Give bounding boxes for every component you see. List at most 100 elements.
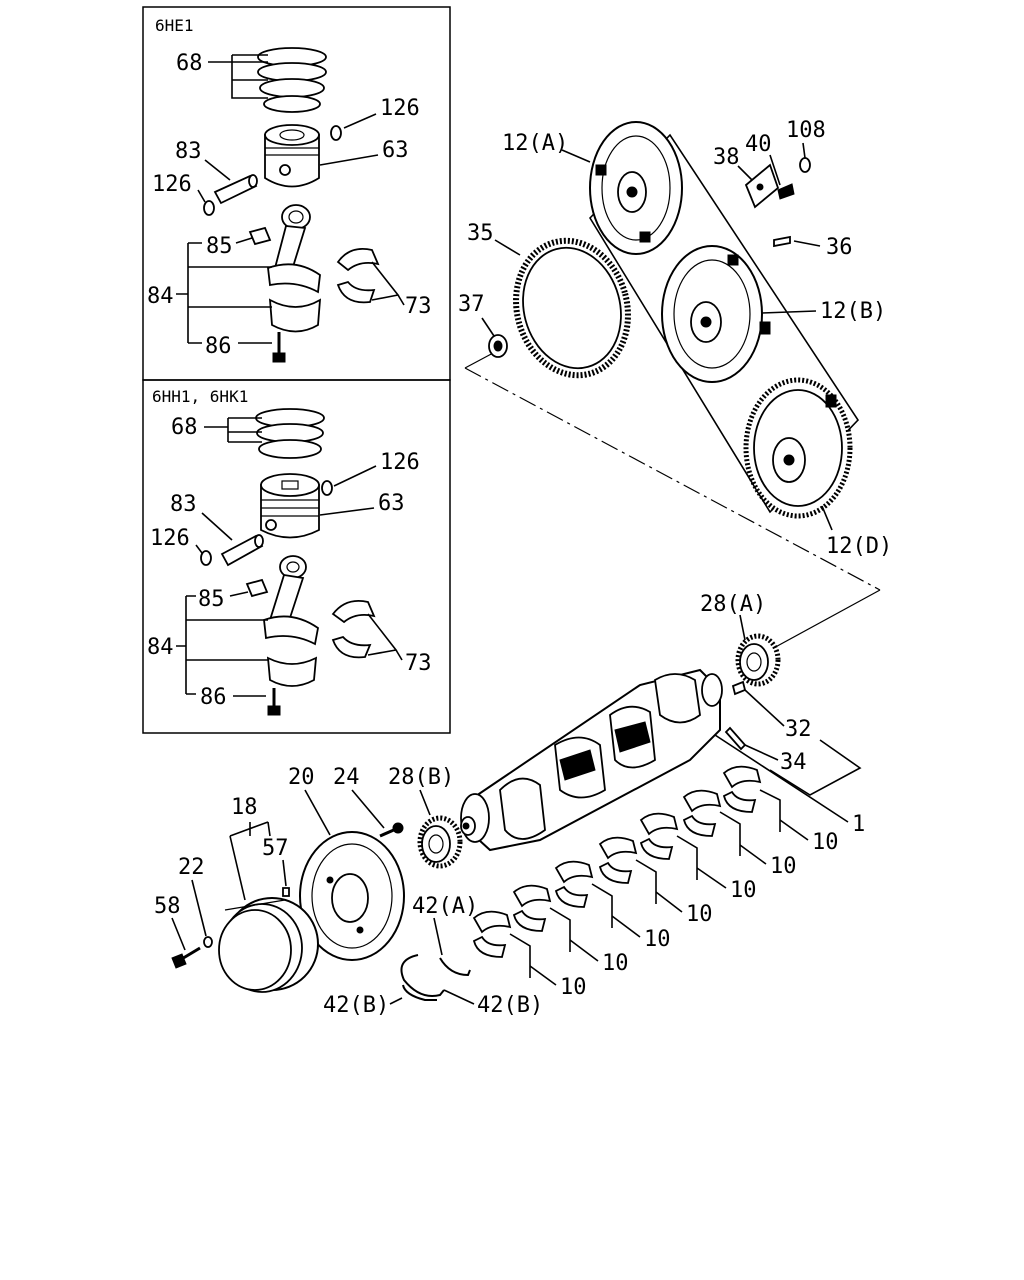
label-22: 22: [178, 855, 205, 880]
label-28a: 28(A): [700, 592, 766, 617]
bushing-bottom: [245, 578, 269, 598]
conrod-bolt-top: [272, 332, 286, 363]
label-42b: 42(B): [477, 993, 543, 1018]
label-36: 36: [826, 235, 853, 260]
label-73: 73: [405, 651, 432, 676]
label-68: 68: [176, 51, 203, 76]
label-42a: 42(A): [412, 894, 478, 919]
panel-title-6hh1-6hk1: 6HH1, 6HK1: [152, 387, 248, 406]
label-10: 10: [770, 854, 797, 879]
label-126: 126: [380, 450, 420, 475]
snap-ring-icon: [200, 550, 212, 566]
label-83: 83: [170, 492, 197, 517]
bolt-24: [379, 822, 404, 838]
label-28b: 28(B): [388, 765, 454, 790]
label-73: 73: [405, 294, 432, 319]
main-bearing-pair: [472, 910, 531, 978]
crank-pulley-18: [218, 897, 319, 993]
main-bearing-pair: [722, 765, 781, 832]
label-84: 84: [147, 635, 174, 660]
bolt-58: [171, 946, 201, 969]
label-126: 126: [380, 96, 420, 121]
label-126: 126: [150, 526, 190, 551]
label-85: 85: [198, 587, 225, 612]
inset-panels: 6HE1 6HH1, 6HK1: [142, 6, 451, 734]
label-1: 1: [852, 812, 865, 837]
crank-pin-34: [724, 726, 747, 751]
crank-gear-28a: [735, 633, 781, 687]
bushing-top: [248, 226, 272, 246]
damper-pulley-20: [299, 831, 405, 961]
conrod-bearings-top: [336, 247, 380, 304]
label-10: 10: [644, 927, 671, 952]
piston-bottom: [260, 473, 320, 539]
label-84: 84: [147, 284, 174, 309]
label-63: 63: [382, 138, 409, 163]
pin-57: [282, 887, 290, 897]
flywheel-12a: [589, 121, 683, 255]
label-42b: 42(B): [323, 993, 389, 1018]
conrod-bearings-bottom: [331, 599, 376, 659]
piston-pin-top: [213, 174, 258, 205]
label-24: 24: [333, 765, 360, 790]
top-panel-parts: 68 126 83 63 126 85 84 73 86: [147, 47, 432, 363]
label-63: 63: [378, 491, 405, 516]
front-pulley-group: 20 24 28(B) 18 57 22 58 42(A) 42(B) 42(B…: [154, 765, 543, 1018]
thrust-washer-42a: [439, 957, 471, 977]
flywheel-group: 12(A) 38 40 108 35 36 37 12(B) 12(D): [458, 118, 892, 651]
thrust-washer-42b: [402, 984, 437, 1001]
label-86: 86: [200, 685, 227, 710]
label-12b: 12(B): [820, 299, 886, 324]
piston-top: [264, 124, 320, 188]
label-10: 10: [730, 878, 757, 903]
label-34: 34: [780, 750, 807, 775]
label-68: 68: [171, 415, 198, 440]
main-bearing-pair: [554, 860, 613, 928]
label-38: 38: [713, 145, 740, 170]
label-10: 10: [560, 975, 587, 1000]
main-bearings-10: 10 10 10 10 10 10 10: [472, 765, 839, 1000]
label-85: 85: [206, 234, 233, 259]
crankshaft-1: [460, 668, 723, 852]
main-bearing-pair: [639, 812, 698, 880]
label-86: 86: [205, 334, 232, 359]
label-18: 18: [231, 795, 258, 820]
snap-ring-icon: [321, 480, 333, 496]
crank-gear-28b: [417, 815, 463, 869]
thrust-washer-42b: [400, 954, 445, 997]
piston-rings-top: [257, 47, 327, 113]
connecting-rod-top: [267, 204, 322, 333]
flywheel-12b: [661, 245, 771, 383]
crankshaft-group: 28(A) 32 34 1: [460, 592, 865, 852]
connecting-rod-bottom: [263, 555, 319, 687]
snap-ring-icon: [203, 200, 215, 216]
flywheel-12d: [743, 377, 853, 519]
pilot-bearing-37: [488, 334, 508, 358]
panel-title-6he1: 6HE1: [155, 16, 194, 35]
label-20: 20: [288, 765, 315, 790]
label-108: 108: [786, 118, 826, 143]
washer-22: [203, 936, 213, 948]
label-58: 58: [154, 894, 181, 919]
label-40: 40: [745, 132, 772, 157]
label-12d: 12(D): [826, 534, 892, 559]
crank-key-32: [731, 680, 747, 696]
piston-pin-bottom: [220, 534, 264, 567]
main-bearing-pair: [512, 884, 571, 952]
snap-ring-icon: [330, 125, 342, 141]
conrod-bolt-bottom: [267, 688, 281, 716]
label-12a: 12(A): [502, 131, 568, 156]
bottom-panel-parts: 68 126 83 63 126 85 84 73 86: [147, 408, 432, 716]
label-126: 126: [152, 172, 192, 197]
label-10: 10: [686, 902, 713, 927]
label-10: 10: [602, 951, 629, 976]
label-10: 10: [812, 830, 839, 855]
label-83: 83: [175, 139, 202, 164]
label-57: 57: [262, 836, 289, 861]
main-bearing-pair: [598, 836, 657, 904]
label-37: 37: [458, 292, 485, 317]
label-35: 35: [467, 221, 494, 246]
piston-rings-bottom: [255, 408, 325, 459]
flywheel-fasteners: [744, 157, 811, 248]
